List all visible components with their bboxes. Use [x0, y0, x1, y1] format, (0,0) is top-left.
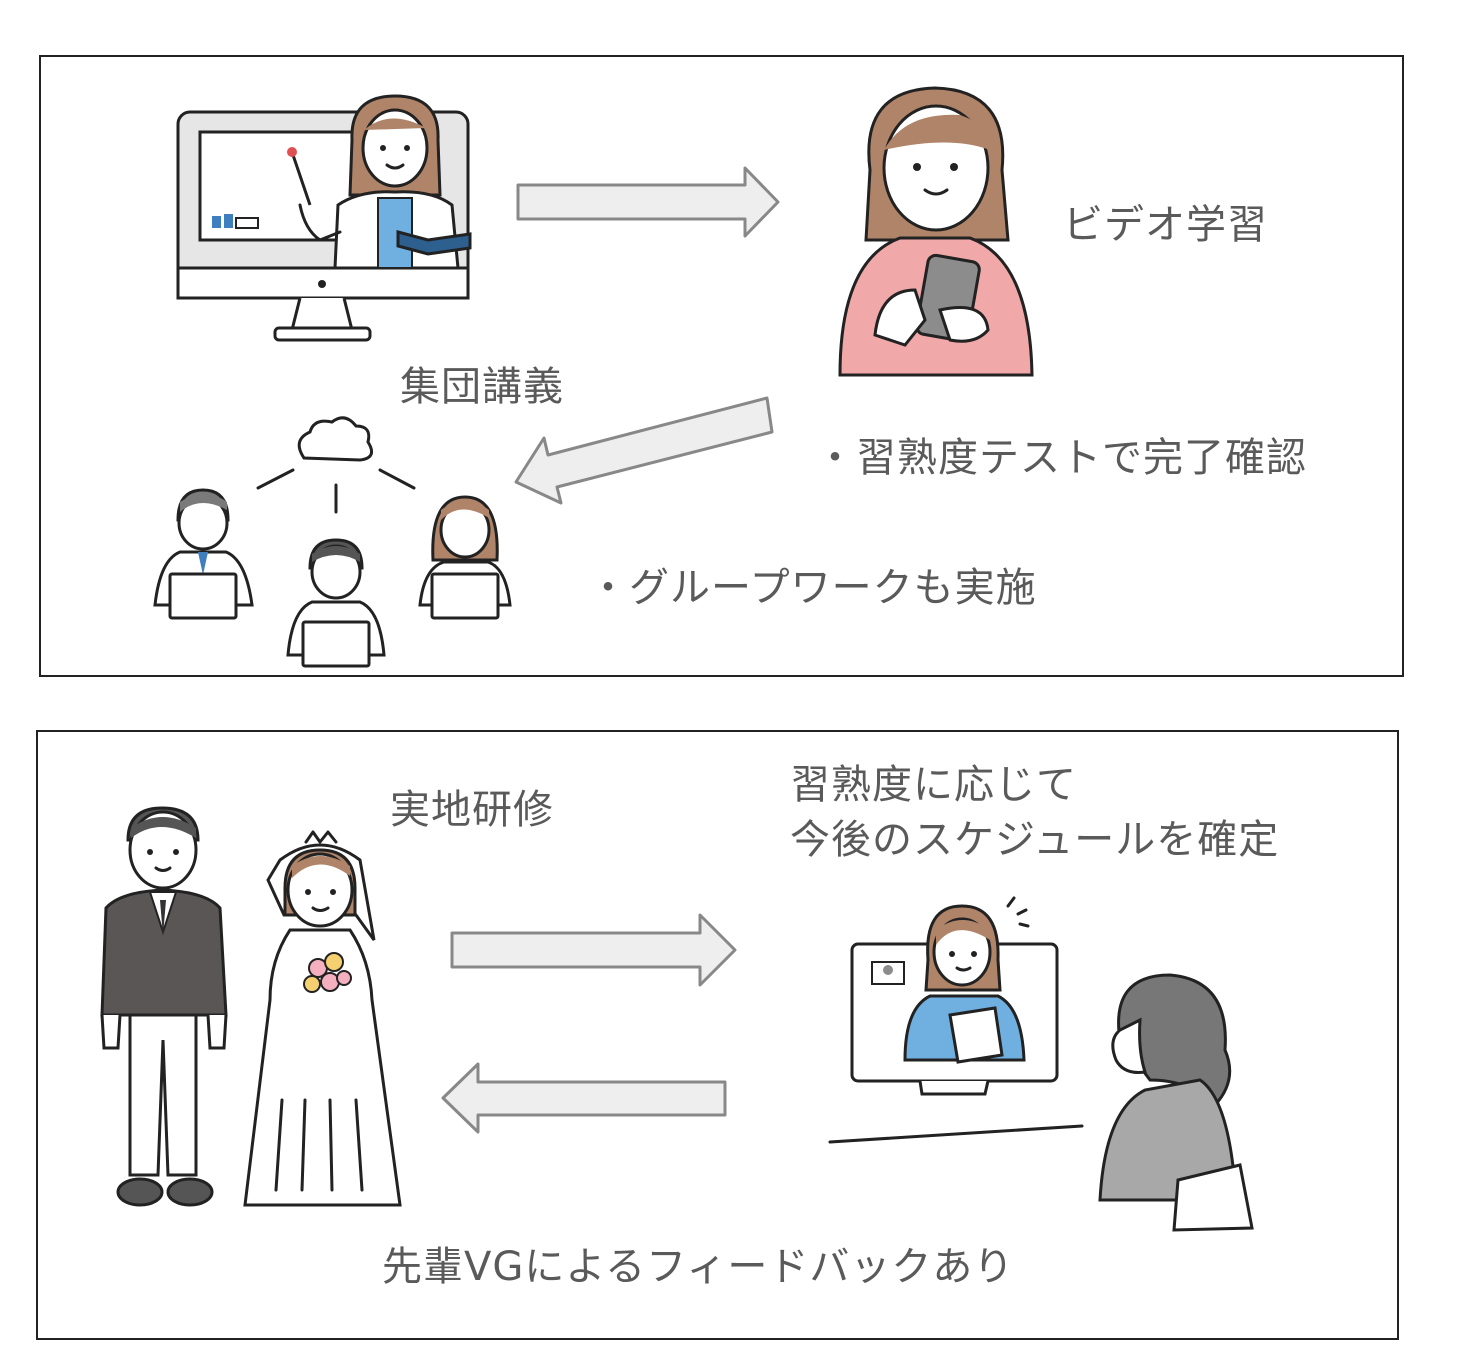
online-meeting-illustration: [830, 898, 1252, 1230]
cloud-network-illustration: [155, 418, 510, 666]
label-group-work: ・グループワークも実施: [588, 563, 1037, 613]
arrow-left-bottom: [443, 1064, 725, 1132]
label-onsite-training: 実地研修: [390, 785, 554, 835]
monitor-teacher-illustration: [178, 96, 470, 340]
bride-illustration: [245, 832, 400, 1205]
woman-phone-illustration: [840, 88, 1032, 375]
label-schedule-line2: 今後のスケジュールを確定: [790, 815, 1279, 865]
label-group-lecture: 集団講義: [400, 362, 564, 412]
label-proficiency-test: ・習熟度テストで完了確認: [815, 433, 1307, 483]
arrow-diagonal-left: [516, 398, 772, 503]
label-schedule-line1: 習熟度に応じて: [790, 760, 1077, 810]
groom-illustration: [102, 808, 226, 1205]
label-video-learning: ビデオ学習: [1063, 200, 1268, 250]
arrow-right-top: [518, 168, 778, 236]
label-feedback: 先輩VGによるフィードバックあり: [382, 1242, 1014, 1292]
arrow-right-bottom: [452, 915, 735, 985]
